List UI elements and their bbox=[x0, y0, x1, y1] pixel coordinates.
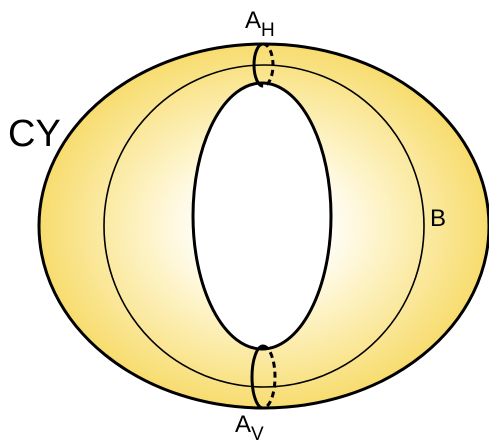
cycle-a-vertical bbox=[250, 344, 277, 410]
cycle-a-h-back-arc bbox=[262, 42, 275, 88]
cycle-a-horizontal bbox=[252, 42, 275, 88]
label-a-h-subscript: H bbox=[261, 20, 275, 41]
cycle-a-v-front-arc bbox=[250, 344, 264, 410]
label-a-v: AV bbox=[235, 411, 264, 445]
cycle-b-loop bbox=[103, 64, 425, 388]
label-a-h-base: A bbox=[245, 7, 261, 34]
label-a-v-subscript: V bbox=[251, 424, 264, 445]
cycle-a-v-back-arc bbox=[262, 344, 277, 410]
label-a-v-base: A bbox=[235, 411, 251, 438]
label-cy: CY bbox=[8, 113, 61, 155]
torus-inner-hole bbox=[191, 81, 333, 351]
label-b: B bbox=[430, 205, 446, 232]
cycle-a-h-front-arc bbox=[252, 42, 264, 88]
label-a-h: AH bbox=[245, 7, 275, 41]
